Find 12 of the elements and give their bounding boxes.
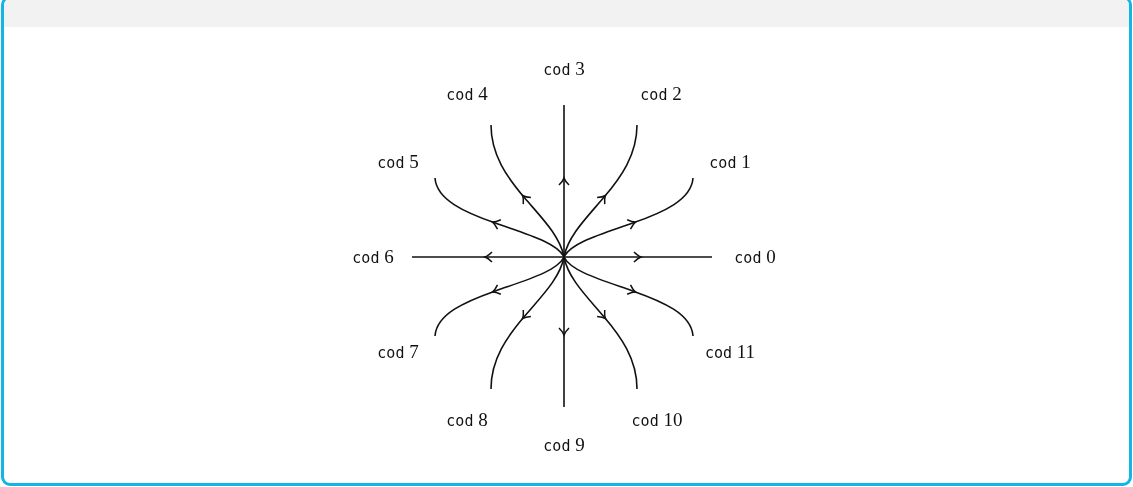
curve-label: cod 8 bbox=[446, 409, 488, 431]
curve-label: cod 5 bbox=[377, 151, 419, 173]
curve-label: cod 3 bbox=[543, 58, 585, 80]
curve-label: cod 9 bbox=[543, 434, 585, 456]
curve-label: cod 7 bbox=[377, 341, 419, 363]
curve-label: cod 6 bbox=[352, 246, 394, 268]
curve-label: cod 2 bbox=[640, 83, 682, 105]
curve-label: cod 11 bbox=[704, 341, 756, 363]
curve-label: cod 1 bbox=[709, 151, 751, 173]
curve-label: cod 4 bbox=[446, 83, 488, 105]
curve-label: cod 0 bbox=[734, 246, 776, 268]
curve-label: cod 10 bbox=[631, 409, 683, 431]
